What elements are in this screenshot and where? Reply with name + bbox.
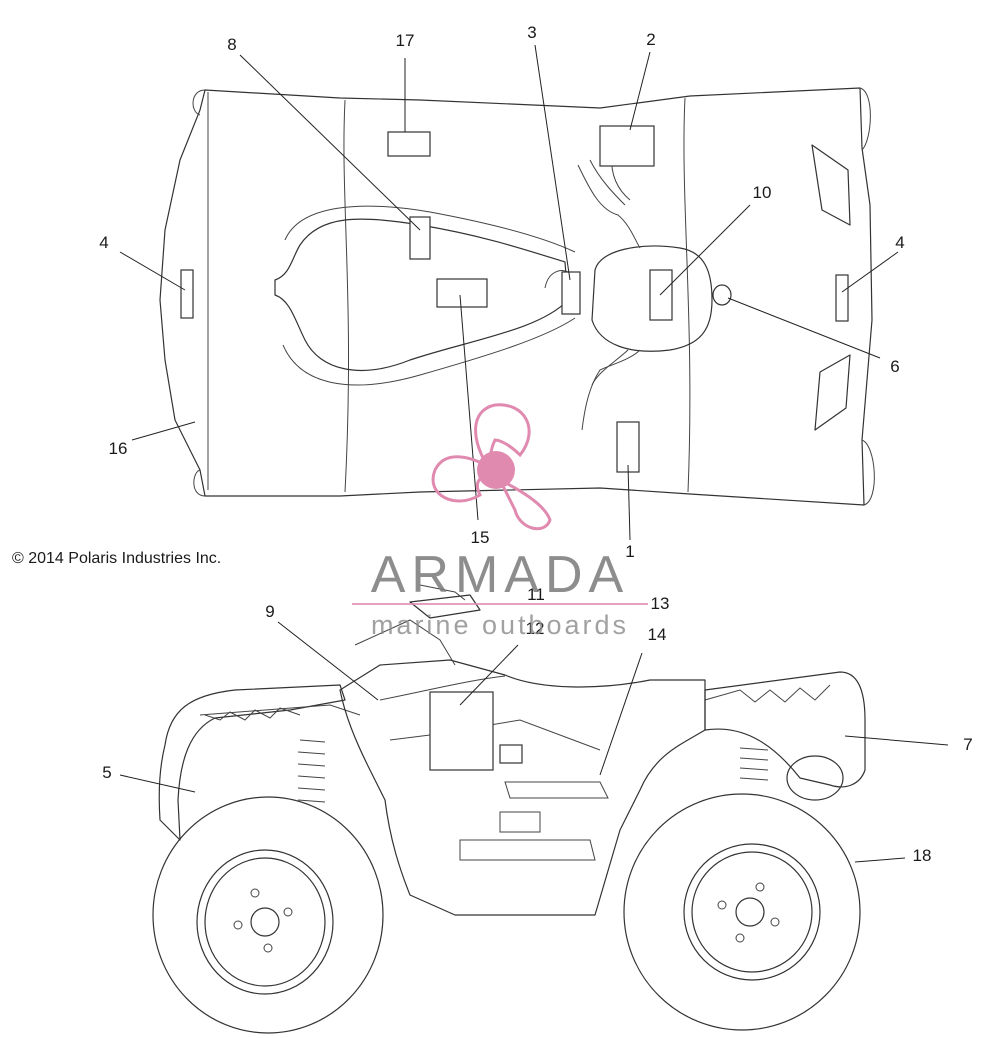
front-wheel xyxy=(623,793,861,1031)
callout-17: 17 xyxy=(396,31,415,50)
callout-8: 8 xyxy=(227,35,236,54)
watermark: ARMADA marine outboards xyxy=(352,403,648,640)
decal-8 xyxy=(409,216,431,260)
side-rear-fender xyxy=(158,684,346,841)
callout-12: 12 xyxy=(526,619,545,638)
copyright-text: © 2014 Polaris Industries Inc. xyxy=(12,550,221,567)
callout-4-right: 4 xyxy=(895,233,904,252)
callout-4-left: 4 xyxy=(99,233,108,252)
callout-labels: 17 8 3 2 10 4 4 6 16 15 1 9 11 13 12 14 … xyxy=(99,23,972,865)
callout-7: 7 xyxy=(963,735,972,754)
callout-14: 14 xyxy=(648,625,667,644)
decal-4-rear xyxy=(180,269,194,319)
callout-9: 9 xyxy=(265,602,274,621)
callout-13: 13 xyxy=(651,594,670,613)
propeller-hub xyxy=(477,451,515,489)
decal-10 xyxy=(649,269,673,321)
decal-2 xyxy=(599,125,655,167)
callout-2: 2 xyxy=(646,30,655,49)
callout-5: 5 xyxy=(102,763,111,782)
watermark-brand: ARMADA xyxy=(371,546,629,604)
side-body xyxy=(339,659,706,916)
callout-15: 15 xyxy=(471,528,490,547)
propeller-logo xyxy=(431,403,552,531)
callout-16: 16 xyxy=(109,439,128,458)
decal-14 xyxy=(499,744,523,764)
decal-17 xyxy=(387,131,431,157)
callout-18: 18 xyxy=(913,846,932,865)
leader-lines xyxy=(119,44,949,863)
atv-side-view xyxy=(152,584,866,1034)
decal-15 xyxy=(436,278,488,308)
side-front-fender xyxy=(704,671,866,788)
callout-1: 1 xyxy=(625,542,634,561)
callout-3: 3 xyxy=(527,23,536,42)
rear-fender-outline xyxy=(159,87,873,506)
rear-wheel xyxy=(152,796,384,1034)
atv-top-view xyxy=(159,87,875,506)
handlebar-console xyxy=(591,245,713,352)
watermark-subtitle: marine outboards xyxy=(371,610,629,640)
decal-4-front xyxy=(835,274,849,322)
callout-10: 10 xyxy=(753,183,772,202)
decal-1 xyxy=(616,421,640,473)
decal-3 xyxy=(561,271,581,315)
decal-12 xyxy=(429,691,494,771)
callout-6: 6 xyxy=(890,357,899,376)
callout-11: 11 xyxy=(527,585,545,604)
